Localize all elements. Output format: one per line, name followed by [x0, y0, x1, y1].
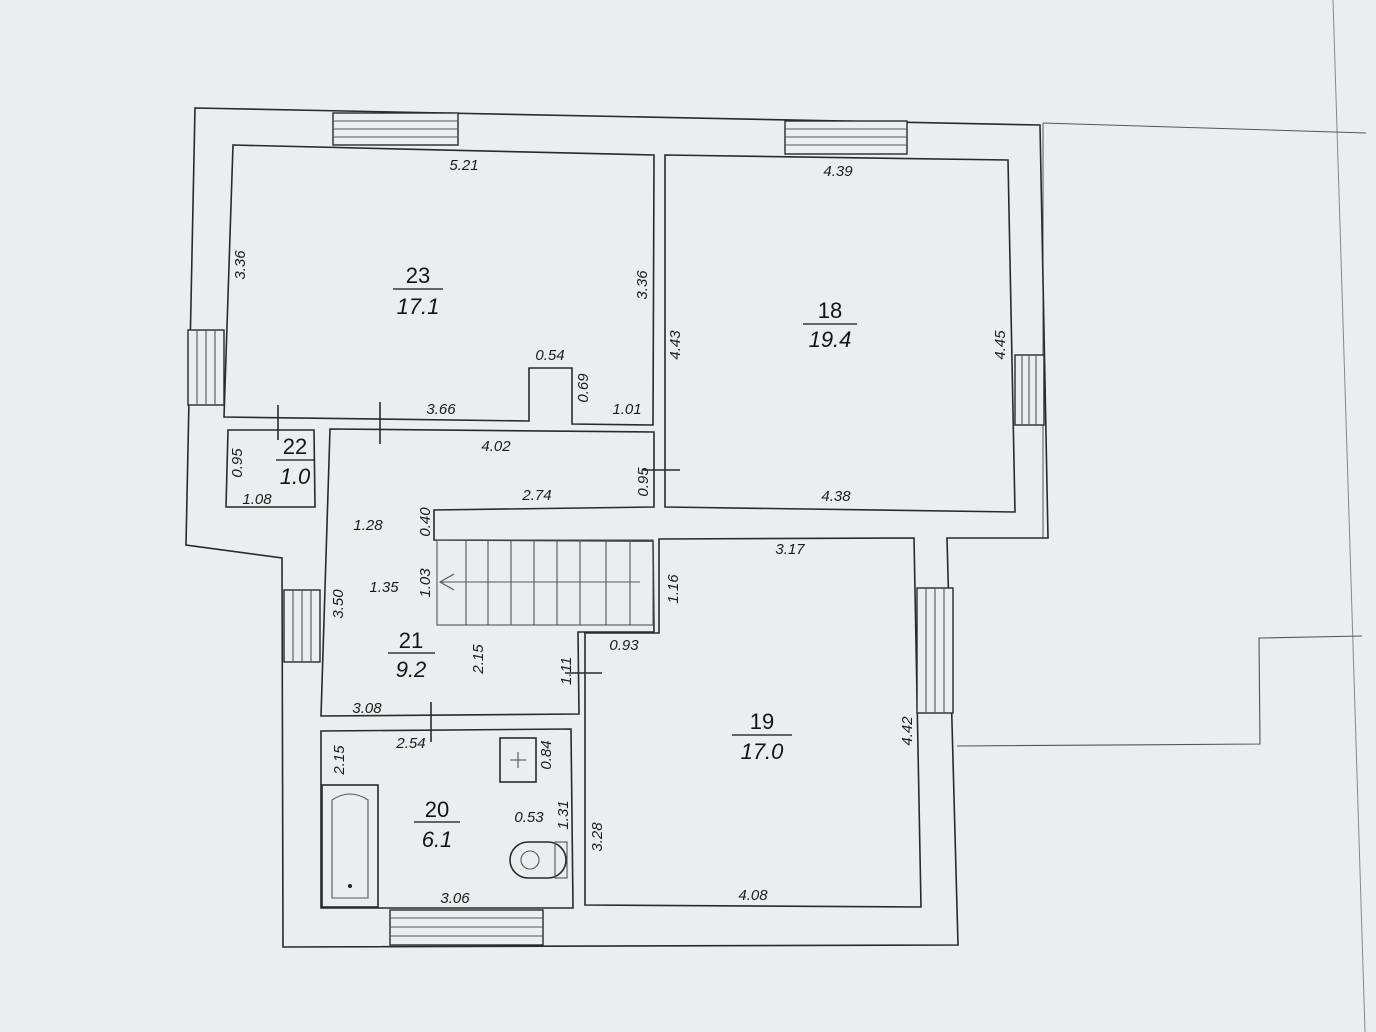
dim-r19-left: 3.28: [589, 822, 606, 852]
room-area: 19.4: [809, 327, 852, 352]
dim-r20-top: 2.54: [395, 735, 425, 752]
neighbor-boundary-lower: [956, 635, 1363, 747]
dim-hall-step: 0.40: [417, 507, 434, 537]
room-18-outline: [664, 154, 1016, 513]
room-number: 23: [406, 263, 430, 288]
dim-r19-right: 4.42: [899, 716, 916, 746]
dim-r22-height: 0.95: [229, 448, 246, 478]
dim-hall-lower: 2.15: [470, 644, 487, 675]
dim-r23-bottom-right: 1.01: [612, 401, 641, 418]
room-area: 1.0: [280, 464, 311, 489]
dim-hall-top: 4.02: [481, 438, 511, 455]
room-area: 9.2: [396, 657, 427, 682]
window-top-left: [332, 112, 459, 146]
bathtub: [321, 784, 379, 908]
room-23-label: 23 17.1: [393, 263, 443, 319]
room-number: 21: [399, 628, 423, 653]
dim-r19-top: 3.17: [775, 541, 805, 558]
dim-r18-left: 4.43: [667, 330, 684, 360]
dim-r19-offset: 0.93: [609, 637, 639, 654]
window-left-upper: [187, 329, 225, 406]
room-19-outline: [584, 537, 922, 908]
dim-r23-notch-width: 0.54: [535, 347, 564, 364]
room-area: 17.0: [741, 739, 785, 764]
outer-wall: [185, 107, 1049, 948]
room-area: 17.1: [397, 294, 440, 319]
dim-r18-bottom: 4.38: [821, 488, 851, 505]
dim-r23-top: 5.21: [449, 157, 478, 174]
room-21-label: 21 9.2: [388, 628, 435, 682]
room-number: 19: [750, 709, 774, 734]
dim-r23-bottom: 3.66: [426, 401, 456, 418]
neighbor-boundary-top: [1042, 122, 1367, 134]
dim-r23-left: 3.36: [232, 250, 249, 280]
dim-hall-stair-width: 1.03: [417, 568, 434, 598]
room-22-label: 22 1.0: [276, 434, 314, 489]
room-20-outline: [320, 728, 574, 909]
window-bottom: [389, 909, 544, 946]
toilet: [509, 841, 568, 879]
window-left-lower: [283, 589, 321, 663]
dim-hall-left: 3.50: [330, 589, 347, 619]
room-19-label: 19 17.0: [732, 709, 792, 764]
room-22-outline: [225, 429, 316, 508]
dim-r23-notch-depth: 0.69: [575, 373, 592, 403]
dim-r18-right: 4.45: [992, 330, 1009, 360]
window-right-upper: [1014, 354, 1045, 426]
dim-r19-stair-side: 1.16: [665, 574, 682, 604]
dim-r20-fixture-depth: 0.84: [538, 740, 555, 769]
dim-hall-bottom: 3.08: [352, 700, 382, 717]
dim-r19-bottom: 4.08: [738, 887, 768, 904]
window-top-right: [784, 120, 908, 155]
dim-r20-bottom: 3.06: [440, 890, 470, 907]
dim-hall-door: 0.95: [635, 467, 652, 497]
dim-hall-landing: 2.74: [521, 487, 551, 504]
room-area: 6.1: [422, 827, 453, 852]
room-23-outline: [223, 144, 655, 426]
room-number: 18: [818, 298, 842, 323]
dim-r18-top: 4.39: [823, 163, 853, 180]
room-18-label: 18 19.4: [803, 298, 857, 352]
dim-r23-right: 3.36: [634, 270, 651, 300]
room-20-label: 20 6.1: [414, 797, 460, 852]
dim-r20-toilet-depth: 1.31: [555, 800, 572, 829]
dim-hall-width: 1.28: [353, 517, 383, 534]
dim-r22-width: 1.08: [242, 491, 272, 508]
dim-r20-left: 2.15: [331, 745, 348, 776]
dim-hall-stair-landing: 1.35: [369, 579, 399, 596]
sink: [499, 737, 537, 783]
paper-edge-line: [1332, 0, 1366, 1032]
room-number: 22: [283, 434, 307, 459]
dim-r20-toilet-width: 0.53: [514, 809, 544, 826]
window-right-lower: [916, 587, 954, 714]
dim-hall-door-right: 1.11: [558, 657, 575, 685]
staircase: [436, 539, 654, 626]
room-number: 20: [425, 797, 449, 822]
